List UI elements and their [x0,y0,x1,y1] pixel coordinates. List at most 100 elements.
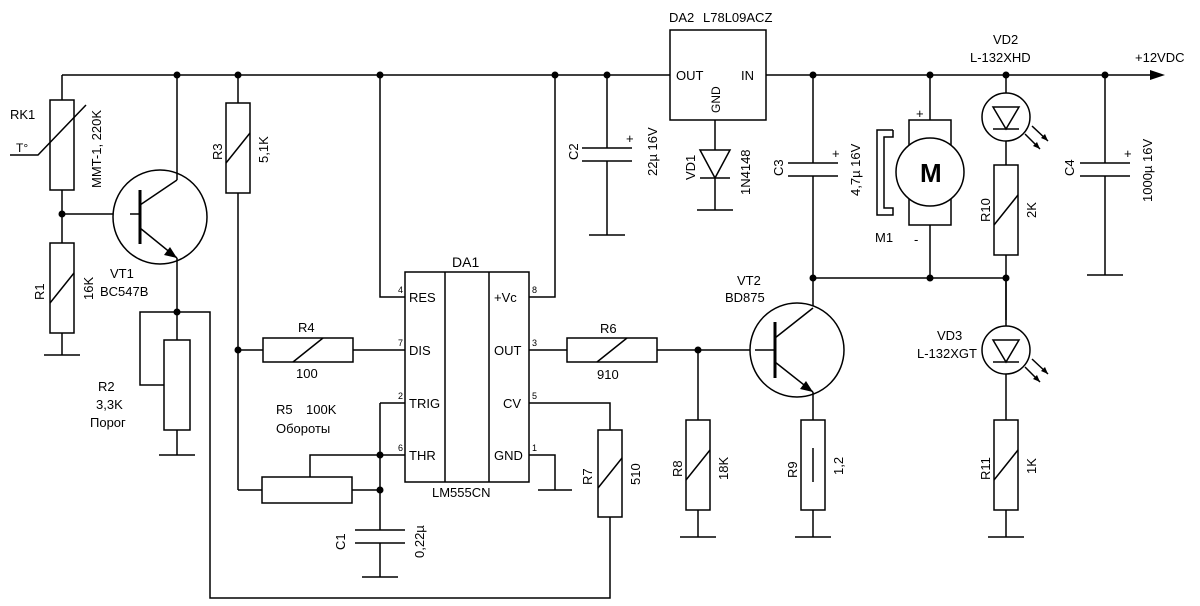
da1-pin-num-1: 1 [532,443,537,453]
da2-part: L78L09ACZ [703,10,772,25]
r3-ref: R3 [210,143,225,160]
c2-value: 22µ 16V [645,127,660,176]
c4-plus: + [1124,146,1132,161]
vt2-part: BD875 [725,290,765,305]
r2-value: 3,3K [96,397,123,412]
capacitor-c2 [582,75,632,236]
led-vd2 [981,75,1049,165]
da1-pin-num-4: 4 [398,285,403,295]
resistor-r6 [566,337,755,363]
rk1-value: MMT-1, 220K [89,110,104,188]
vd1-part: 1N4148 [738,149,753,195]
da1-pin-num-6: 6 [398,443,403,453]
r2-ref: R2 [98,379,115,394]
vd2-part: L-132XHD [970,50,1031,65]
m1-plus: + [916,106,924,121]
rk1-ref: RK1 [10,107,35,122]
capacitor-c3 [788,75,838,308]
da1-pin-gnd: GND [494,448,523,463]
r5-note: Обороты [276,421,330,436]
r7-value: 510 [628,463,643,485]
r1-value: 16K [81,277,96,300]
r6-value: 910 [597,367,619,382]
potentiometer-r2 [139,311,611,599]
r2-note: Порог [90,415,126,430]
da1-pin-out: OUT [494,343,522,358]
m1-minus: - [914,232,918,247]
resistor-r9 [795,419,831,538]
m1-ref: M1 [875,230,893,245]
thermistor-rk1 [10,75,87,214]
da2-ref: DA2 [669,10,694,25]
potentiometer-r5 [261,454,380,504]
r8-ref: R8 [670,460,685,477]
r11-value: 1K [1024,458,1039,474]
da2-pin-in: IN [741,68,754,83]
da1-pin-vc: +Vc [494,290,517,305]
vt2-ref: VT2 [737,273,761,288]
rk1-temp: T° [16,141,28,155]
transistor-vt2 [749,302,845,420]
da1-pin-res: RES [409,290,436,305]
r10-ref: R10 [978,198,993,222]
r9-ref: R9 [785,461,800,478]
c2-plus: + [626,131,634,146]
vt1-part: BC547B [100,284,148,299]
regulator-da2 [669,29,767,150]
c2-ref: C2 [566,143,581,160]
resistor-r4 [238,337,405,363]
da1-part: LM555CN [432,485,491,500]
r6-ref: R6 [600,321,617,336]
c4-value: 1000µ 16V [1140,139,1155,202]
c3-plus: + [832,146,840,161]
resistor-r7 [597,429,623,518]
vt1-ref: VT1 [110,266,134,281]
resistor-r8 [680,350,716,538]
r7-ref: R7 [580,468,595,485]
m1-symbol: M [920,158,942,188]
vd3-part: L-132XGT [917,346,977,361]
c3-ref: C3 [771,159,786,176]
da1-pin-num-2: 2 [398,391,403,401]
r5-value: 100K [306,402,337,417]
r10-value: 2K [1024,202,1039,218]
resistor-r1 [44,214,80,356]
vd1-ref: VD1 [683,155,698,180]
resistor-r3 [225,75,262,491]
da2-pin-gnd: GND [709,86,723,113]
da1-pin-num-8: 8 [532,285,537,295]
junction-dots [58,71,1109,494]
c4-ref: C4 [1062,159,1077,176]
supply-label: +12VDC [1135,50,1185,65]
da1-pin-dis: DIS [409,343,431,358]
vd2-ref: VD2 [993,32,1018,47]
capacitor-c4 [1080,75,1130,276]
da1-ref: DA1 [452,254,479,270]
r3-value: 5,1K [256,136,271,163]
motor-m1 [876,75,965,278]
da1-pin-num-5: 5 [532,391,537,401]
c1-value: 0,22µ [412,525,427,558]
r4-ref: R4 [298,320,315,335]
transistor-vt1 [62,75,208,312]
c1-ref: C1 [333,533,348,550]
da1-pin-thr: THR [409,448,436,463]
vd3-ref: VD3 [937,328,962,343]
timer-ic-da1 [379,75,611,491]
r5-ref: R5 [276,402,293,417]
da1-pin-cv: CV [503,396,521,411]
da2-pin-out: OUT [676,68,704,83]
r8-value: 18K [716,457,731,480]
r1-ref: R1 [32,283,47,300]
da1-pin-num-3: 3 [532,338,537,348]
capacitor-c1 [355,402,405,578]
da1-pin-trig: TRIG [409,396,440,411]
r9-value: 1,2 [831,457,846,475]
da1-pin-num-7: 7 [398,338,403,348]
diode-vd1 [697,149,733,211]
c3-value: 4,7µ 16V [848,143,863,196]
resistor-r11 [988,419,1024,538]
r11-ref: R11 [978,457,993,480]
resistor-r10 [993,164,1019,320]
